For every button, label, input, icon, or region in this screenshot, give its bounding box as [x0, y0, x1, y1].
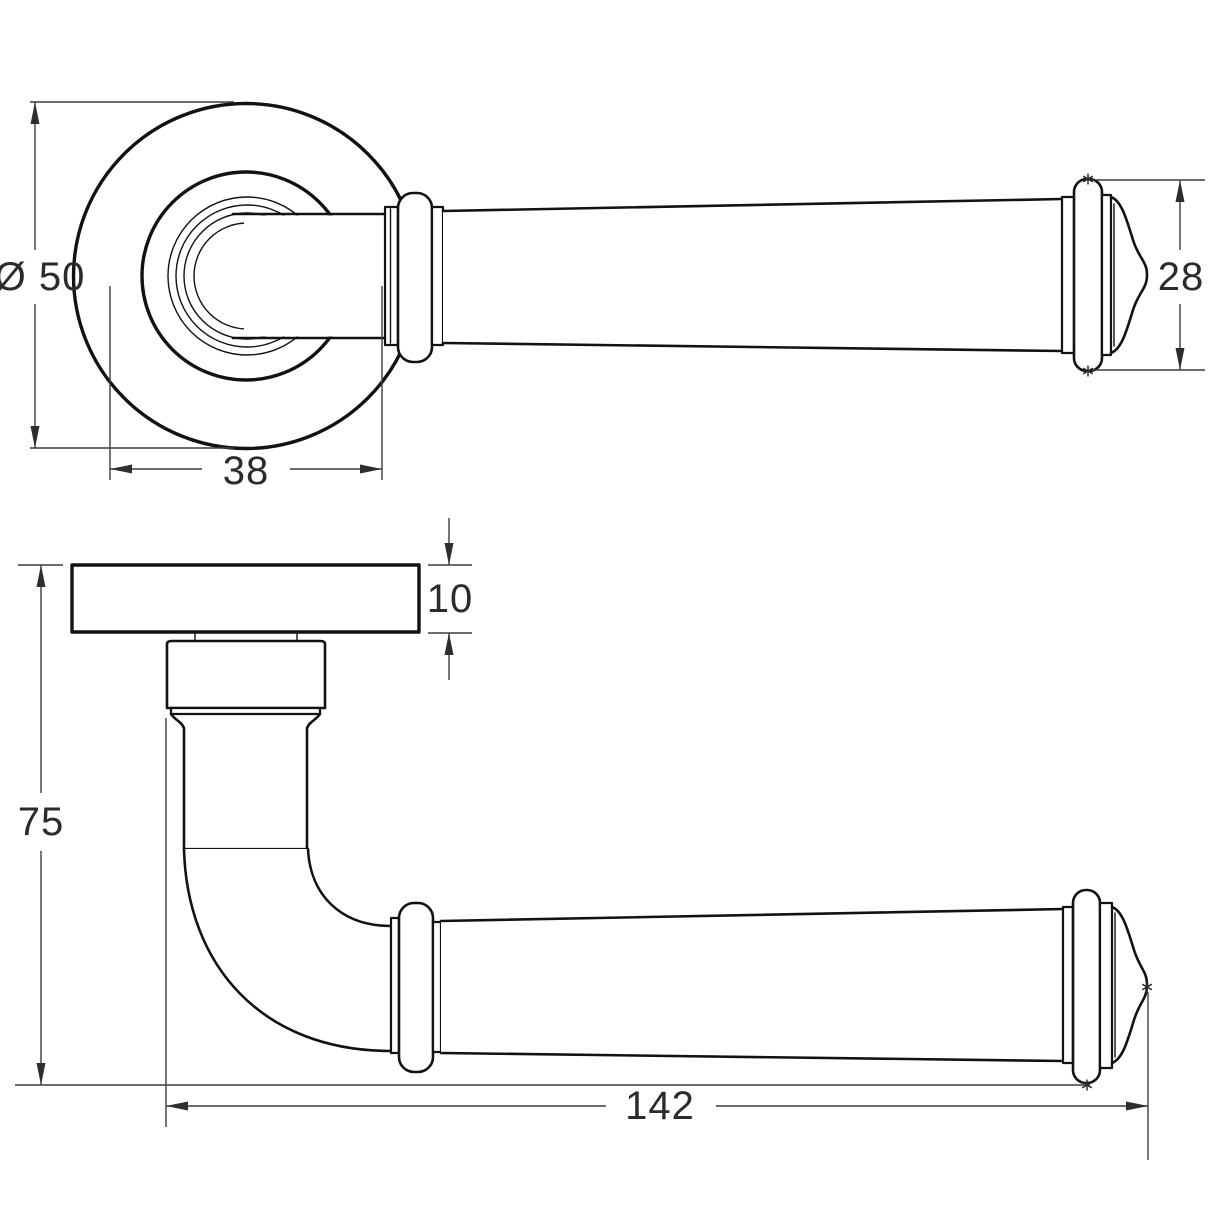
tube: [182, 726, 309, 852]
tip-ring-left: [1061, 905, 1075, 1065]
rose-plate: [70, 563, 421, 634]
lever-shaft: [441, 197, 1064, 353]
arrow-up-icon: [1175, 180, 1185, 202]
arrow-left-icon: [166, 1101, 188, 1111]
front-view: [71, 101, 1149, 451]
elbow-outer-curve: [182, 847, 393, 1053]
dim-overall-length: 142: [165, 718, 1153, 1160]
tip-collar: [1072, 177, 1104, 373]
dim-label-rose-thickness: 10: [427, 577, 474, 621]
base-collar-ring-right: [430, 205, 445, 347]
neck-housing: [165, 639, 327, 710]
dim-label-rose-width: 38: [223, 449, 270, 493]
lever-shaft-mask: [443, 199, 1062, 351]
dome-cap: [1109, 195, 1149, 355]
elbow-inner-curve: [306, 847, 393, 928]
tip-ring-right: [1100, 193, 1113, 357]
neck-step: [169, 706, 322, 716]
dim-lever-end: 28: [1082, 173, 1205, 377]
dim-label-lever-end: 28: [1158, 255, 1205, 299]
tip-ring-left: [1060, 195, 1076, 355]
tip-ring-right: [1098, 901, 1114, 1070]
arrow-up-icon: [444, 633, 454, 655]
dim-rose-width: 38: [109, 286, 383, 493]
arrow-down-icon: [36, 1063, 46, 1085]
side-view: [70, 563, 1149, 1085]
tube-mask: [185, 727, 306, 850]
dim-rose-thickness: 10: [427, 518, 474, 680]
base-collar: [396, 191, 434, 364]
dim-label-diameter: Ø 50: [0, 255, 85, 299]
arrow-right-icon: [360, 464, 382, 474]
arrow-right-icon: [1126, 1101, 1148, 1111]
dim-label-projection: 75: [18, 800, 65, 844]
dome-cap: [1110, 905, 1149, 1065]
base-collar: [397, 901, 435, 1074]
dim-projection: 75: [15, 564, 1090, 1086]
arrow-down-icon: [1175, 348, 1185, 370]
lever-shaft-mask: [441, 909, 1063, 1061]
arrow-left-icon: [110, 464, 132, 474]
elbow-mask: [184, 849, 391, 1051]
neck-tube-mask: [244, 215, 385, 337]
neck-flare: [169, 712, 322, 730]
neck-tube: [231, 212, 387, 340]
base-collar-ring-left: [383, 205, 400, 347]
arrow-down-icon: [30, 426, 40, 448]
tip-collar: [1071, 888, 1102, 1085]
lever-shaft: [439, 907, 1065, 1063]
arrow-up-icon: [36, 565, 46, 587]
tangent-point-marker: [1082, 173, 1094, 377]
tangent-point-marker: [1081, 981, 1153, 1091]
dim-label-overall-length: 142: [625, 1084, 695, 1128]
base-collar-ring-right: [431, 920, 443, 1054]
dim-rose-diameter: Ø 50: [0, 101, 234, 449]
arrow-up-icon: [30, 102, 40, 124]
arrow-down-icon: [444, 543, 454, 565]
